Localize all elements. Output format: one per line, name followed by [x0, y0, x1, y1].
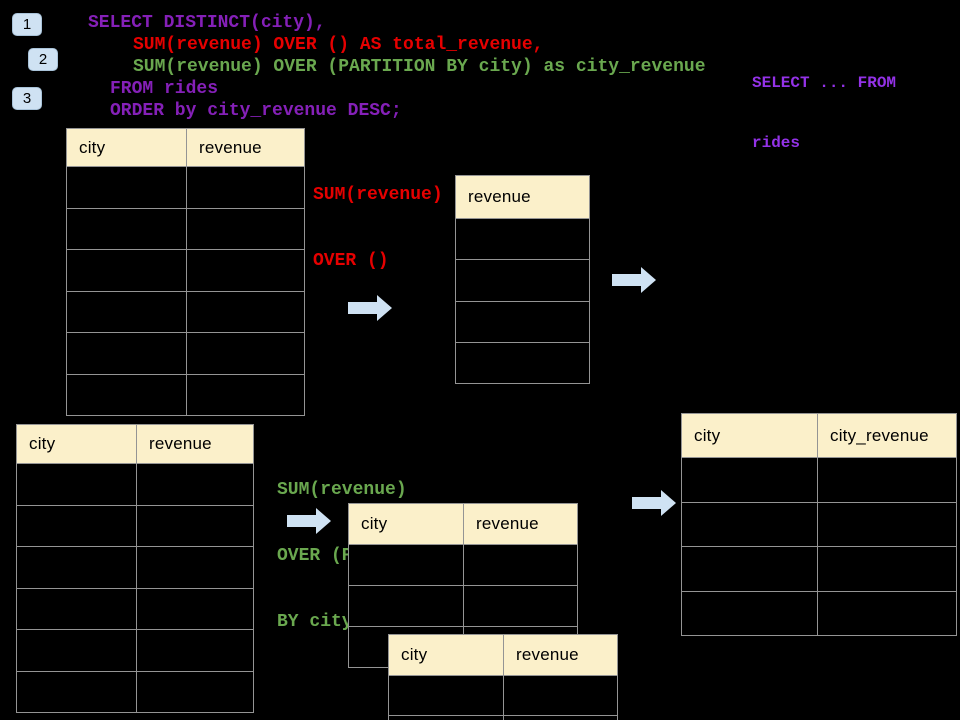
- note-line: rides: [752, 134, 801, 152]
- arrow-tail: [612, 274, 641, 286]
- empty-cell: [137, 630, 254, 672]
- column-header: revenue: [137, 425, 254, 464]
- empty-cell: [137, 505, 254, 547]
- empty-cell: [187, 208, 305, 250]
- note-line: SELECT ... FROM: [752, 74, 897, 92]
- column-header: revenue: [456, 176, 590, 219]
- empty-cell: [818, 547, 957, 592]
- empty-cell: [682, 547, 818, 592]
- sql-line-sum-partition: SUM(revenue) OVER (PARTITION BY city) as…: [133, 57, 706, 77]
- sql-line-sum-over-total: SUM(revenue) OVER () AS total_revenue,: [133, 35, 544, 55]
- annotation-line: SUM(revenue): [277, 480, 407, 500]
- table-total-revenue: revenue: [455, 175, 590, 385]
- empty-cell: [17, 588, 137, 630]
- empty-cell: [137, 671, 254, 713]
- empty-cell: [67, 374, 187, 416]
- empty-cell: [137, 588, 254, 630]
- empty-cell: [456, 342, 590, 385]
- empty-cell: [818, 458, 957, 503]
- empty-cell: [682, 458, 818, 503]
- empty-cell: [456, 219, 590, 261]
- empty-cell: [17, 630, 137, 672]
- empty-cell: [67, 250, 187, 292]
- empty-cell: [187, 291, 305, 333]
- empty-cell: [682, 502, 818, 547]
- empty-cell: [504, 676, 618, 716]
- arrow-head: [661, 490, 676, 516]
- arrow-head: [316, 508, 331, 534]
- arrow-right-icon: [612, 267, 656, 293]
- arrow-head: [641, 267, 656, 293]
- empty-cell: [349, 545, 464, 586]
- column-header: city: [17, 425, 137, 464]
- empty-cell: [17, 671, 137, 713]
- column-header: city: [682, 414, 818, 458]
- empty-cell: [17, 505, 137, 547]
- empty-cell: [67, 167, 187, 209]
- empty-cell: [187, 167, 305, 209]
- column-header: revenue: [464, 504, 578, 545]
- sql-line-order-by: ORDER by city_revenue DESC;: [110, 101, 402, 121]
- empty-cell: [818, 502, 957, 547]
- sql-line-from: FROM rides: [110, 79, 219, 99]
- annotation-line: OVER (): [313, 251, 389, 271]
- empty-cell: [137, 547, 254, 589]
- select-from-note: SELECT ... FROM rides: [752, 33, 896, 193]
- empty-cell: [137, 464, 254, 506]
- empty-cell: [349, 586, 464, 627]
- column-header: city_revenue: [818, 414, 957, 458]
- empty-cell: [464, 586, 578, 627]
- empty-cell: [187, 374, 305, 416]
- column-header: city: [389, 635, 504, 676]
- arrow-tail: [287, 515, 316, 527]
- column-header: revenue: [504, 635, 618, 676]
- arrow-right-icon: [348, 295, 392, 321]
- empty-cell: [187, 333, 305, 375]
- empty-cell: [818, 591, 957, 636]
- arrow-head: [377, 295, 392, 321]
- empty-cell: [17, 547, 137, 589]
- arrow-tail: [348, 302, 377, 314]
- empty-cell: [682, 591, 818, 636]
- empty-cell: [456, 260, 590, 302]
- empty-cell: [187, 250, 305, 292]
- column-header: revenue: [187, 129, 305, 167]
- empty-cell: [464, 545, 578, 586]
- step-badge-3: 3: [12, 87, 42, 110]
- empty-cell: [504, 716, 618, 720]
- empty-cell: [67, 333, 187, 375]
- column-header: city: [67, 129, 187, 167]
- empty-cell: [456, 301, 590, 343]
- step-badge-2: 2: [28, 48, 58, 71]
- empty-cell: [389, 716, 504, 720]
- column-header: city: [349, 504, 464, 545]
- empty-cell: [67, 208, 187, 250]
- annotation-line: SUM(revenue): [313, 185, 443, 205]
- arrow-right-icon: [632, 490, 676, 516]
- arrow-tail: [632, 497, 661, 509]
- step-badge-1: 1: [12, 13, 42, 36]
- empty-cell: [389, 676, 504, 716]
- empty-cell: [17, 464, 137, 506]
- empty-cell: [67, 291, 187, 333]
- sql-line-select-distinct: SELECT DISTINCT(city),: [88, 13, 326, 33]
- total-revenue-annotation: SUM(revenue) OVER (): [313, 140, 443, 316]
- arrow-right-icon: [287, 508, 331, 534]
